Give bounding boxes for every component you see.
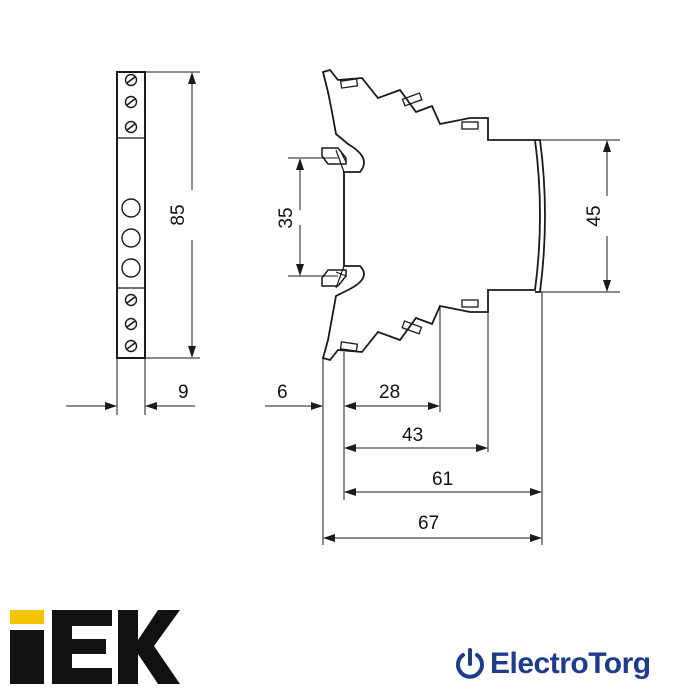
side-view-din-clip-top <box>321 147 347 165</box>
front-view-indicators <box>121 198 141 278</box>
dimension-61-label: 61 <box>432 469 453 490</box>
dimension-35-label: 35 <box>276 207 297 228</box>
side-view-extension-lines <box>322 290 543 545</box>
dimension-9-label: 9 <box>178 382 189 403</box>
dimension-85-label: 85 <box>168 204 189 225</box>
dimension-67: 67 <box>323 513 542 542</box>
side-view: 35 45 6 28 <box>265 68 620 545</box>
iek-logo <box>8 606 180 693</box>
front-view: 85 9 <box>66 71 200 415</box>
dimension-85: 85 <box>145 71 200 359</box>
front-view-body <box>116 71 146 359</box>
side-view-terminal-slots-bottom <box>339 299 479 352</box>
dimension-35: 35 <box>276 157 338 277</box>
dimension-45-label: 45 <box>584 205 605 226</box>
side-view-outline <box>321 68 541 362</box>
front-view-top-screws <box>124 73 138 134</box>
side-view-front-face <box>535 139 546 293</box>
dimension-28-label: 28 <box>379 382 400 403</box>
dimension-45: 45 <box>540 139 620 293</box>
dimension-43: 43 <box>344 425 488 452</box>
dimension-6-label: 6 <box>277 382 288 403</box>
electrotorg-wordmark: ElectroTorg <box>490 647 651 680</box>
dimension-67-label: 67 <box>418 513 439 534</box>
power-icon <box>456 648 484 679</box>
dimension-6: 6 <box>265 382 372 410</box>
front-view-bottom-screws <box>124 293 138 353</box>
dimension-43-label: 43 <box>402 425 423 446</box>
dimension-9: 9 <box>66 358 195 415</box>
dimension-61: 61 <box>344 469 542 496</box>
dimension-28: 28 <box>372 382 440 410</box>
side-view-terminal-slots-top <box>339 78 479 130</box>
electrotorg-logo: ElectroTorg <box>452 644 651 684</box>
side-view-din-clip-bottom <box>321 269 347 287</box>
technical-drawing: 85 9 <box>66 68 620 545</box>
